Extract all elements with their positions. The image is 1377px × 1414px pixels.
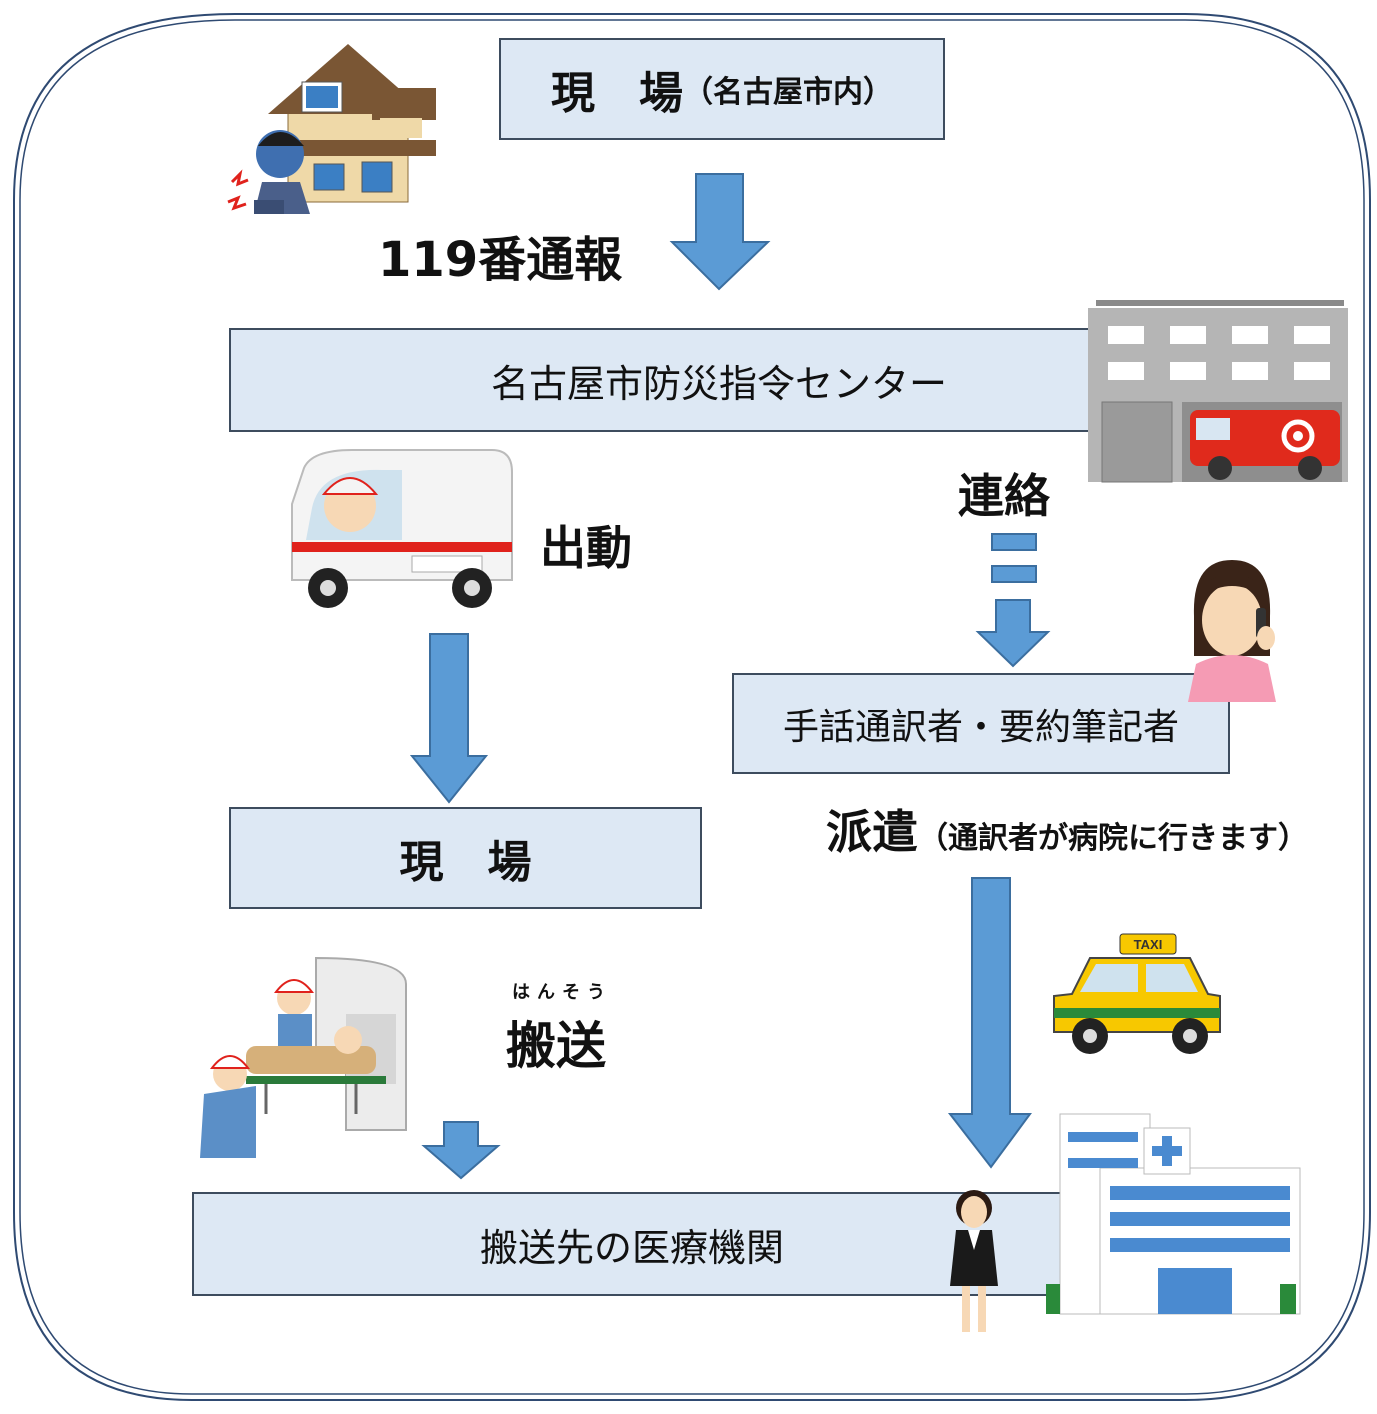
distressed-man-icon — [227, 130, 310, 214]
interpreter-box: 手話通訳者・要約筆記者 — [732, 673, 1230, 774]
command-center-label: 名古屋市防災指令センター — [490, 361, 947, 406]
arrow-to-hospital-right — [947, 877, 1032, 1169]
ambulance-icon — [291, 449, 513, 608]
scene-top-box: 現 場 （名古屋市内） — [499, 38, 945, 140]
call-119-label: 119番通報 — [378, 232, 623, 288]
send-main-label: 派遣 — [826, 805, 918, 859]
scene-top-label: 現 場 — [551, 68, 683, 119]
scene-top-sublabel: （名古屋市内） — [683, 75, 893, 110]
stretcher-transport-icon — [200, 956, 407, 1158]
send-note-label: （通訳者が病院に行きます） — [918, 821, 1308, 856]
hospital-box: 搬送先の医療機関 — [192, 1192, 1072, 1296]
arrow-to-hospital-left — [421, 1121, 501, 1180]
scene-mid-label: 現 場 — [399, 837, 532, 888]
arrow-to-scene-mid — [409, 633, 489, 804]
arrow-to-interpreter — [975, 533, 1051, 668]
transport-label: 搬送 — [506, 1017, 606, 1075]
house-icon — [268, 44, 436, 203]
scene-mid-box: 現 場 — [229, 807, 702, 909]
interpreter-woman-icon — [950, 1190, 998, 1332]
transport-ruby-label: はんそう — [512, 982, 612, 1003]
send-label: 派遣（通訳者が病院に行きます） — [826, 796, 1308, 862]
arrow-to-command-center — [669, 173, 771, 291]
hospital-icon — [1046, 1113, 1301, 1315]
dispatch-label: 出動 — [540, 521, 632, 575]
taxi-sign-text: TAXI — [1134, 937, 1163, 952]
woman-phone-icon — [1188, 560, 1276, 702]
command-center-box: 名古屋市防災指令センター — [229, 328, 1209, 432]
taxi-icon: TAXI — [1053, 933, 1221, 1054]
interpreter-label: 手話通訳者・要約筆記者 — [782, 706, 1179, 748]
hospital-label: 搬送先の医療機関 — [479, 1225, 784, 1270]
contact-label: 連絡 — [958, 469, 1050, 523]
fire-truck-icon — [1190, 410, 1340, 480]
